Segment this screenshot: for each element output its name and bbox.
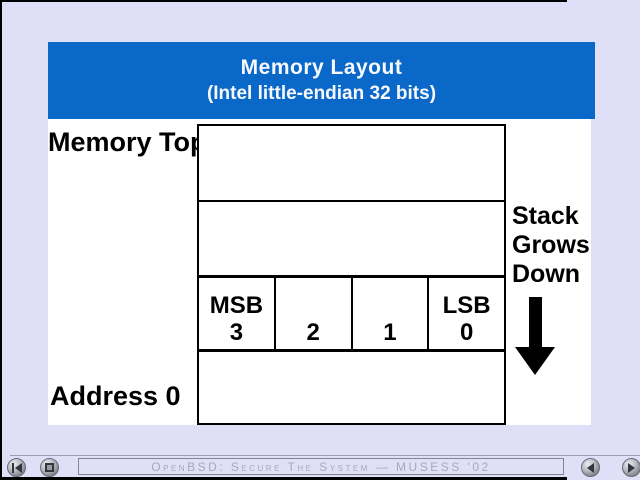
byte-cell-number: 2 bbox=[306, 319, 320, 346]
memory-top-label: Memory Top bbox=[48, 127, 207, 157]
nav-first-button[interactable] bbox=[7, 458, 26, 477]
down-arrow-head bbox=[515, 347, 555, 375]
stack-note-line: Grows bbox=[512, 231, 590, 259]
skip-bar bbox=[11, 462, 14, 473]
skip-to-start-icon bbox=[11, 462, 22, 473]
slide-title: Memory Layout bbox=[240, 55, 403, 79]
memory-block-upper bbox=[197, 200, 506, 277]
nav-next-button[interactable] bbox=[622, 458, 640, 477]
stack-note-line: Down bbox=[512, 260, 581, 288]
stack-note-line: Stack bbox=[512, 202, 579, 230]
next-triangle-icon bbox=[628, 462, 635, 473]
slide-title-banner: Memory Layout (Intel little-endian 32 bi… bbox=[48, 42, 595, 119]
window-border-left bbox=[0, 0, 2, 480]
byte-cell-label: MSB bbox=[209, 292, 264, 319]
memory-block-top bbox=[197, 124, 506, 202]
statusbar-divider bbox=[10, 455, 640, 456]
byte-cell-2: 2 bbox=[273, 278, 351, 349]
memory-block-bottom bbox=[197, 350, 506, 425]
slide-subtitle: (Intel little-endian 32 bits) bbox=[206, 82, 437, 104]
statusbar-text: OpenBSD: Secure The System — MUSESS '02 bbox=[151, 459, 491, 474]
byte-cell-number: 3 bbox=[229, 319, 244, 346]
stop-square-icon bbox=[45, 463, 54, 472]
statusbar-field: OpenBSD: Secure The System — MUSESS '02 bbox=[78, 458, 564, 475]
previous-triangle-icon bbox=[587, 462, 594, 473]
nav-previous-button[interactable] bbox=[581, 458, 600, 477]
down-arrow-icon bbox=[515, 297, 555, 375]
skip-triangle bbox=[14, 462, 22, 473]
byte-cell-number: 1 bbox=[383, 319, 397, 346]
down-arrow-shaft bbox=[528, 297, 542, 347]
byte-cell-1: 1 bbox=[350, 278, 428, 349]
window-border-top bbox=[0, 0, 567, 2]
byte-cell-number: 0 bbox=[459, 319, 474, 346]
nav-stop-button[interactable] bbox=[40, 458, 59, 477]
stack-grows-down-label: Stack Grows Down bbox=[512, 202, 590, 289]
byte-cell-label: LSB bbox=[442, 292, 491, 319]
byte-cell-3: MSB 3 bbox=[199, 278, 274, 349]
byte-order-row: MSB 3 2 1 LSB 0 bbox=[197, 275, 506, 352]
window-border-bottom bbox=[0, 477, 567, 480]
byte-cell-0: LSB 0 bbox=[427, 278, 504, 349]
address-zero-label: Address 0 bbox=[50, 381, 181, 411]
